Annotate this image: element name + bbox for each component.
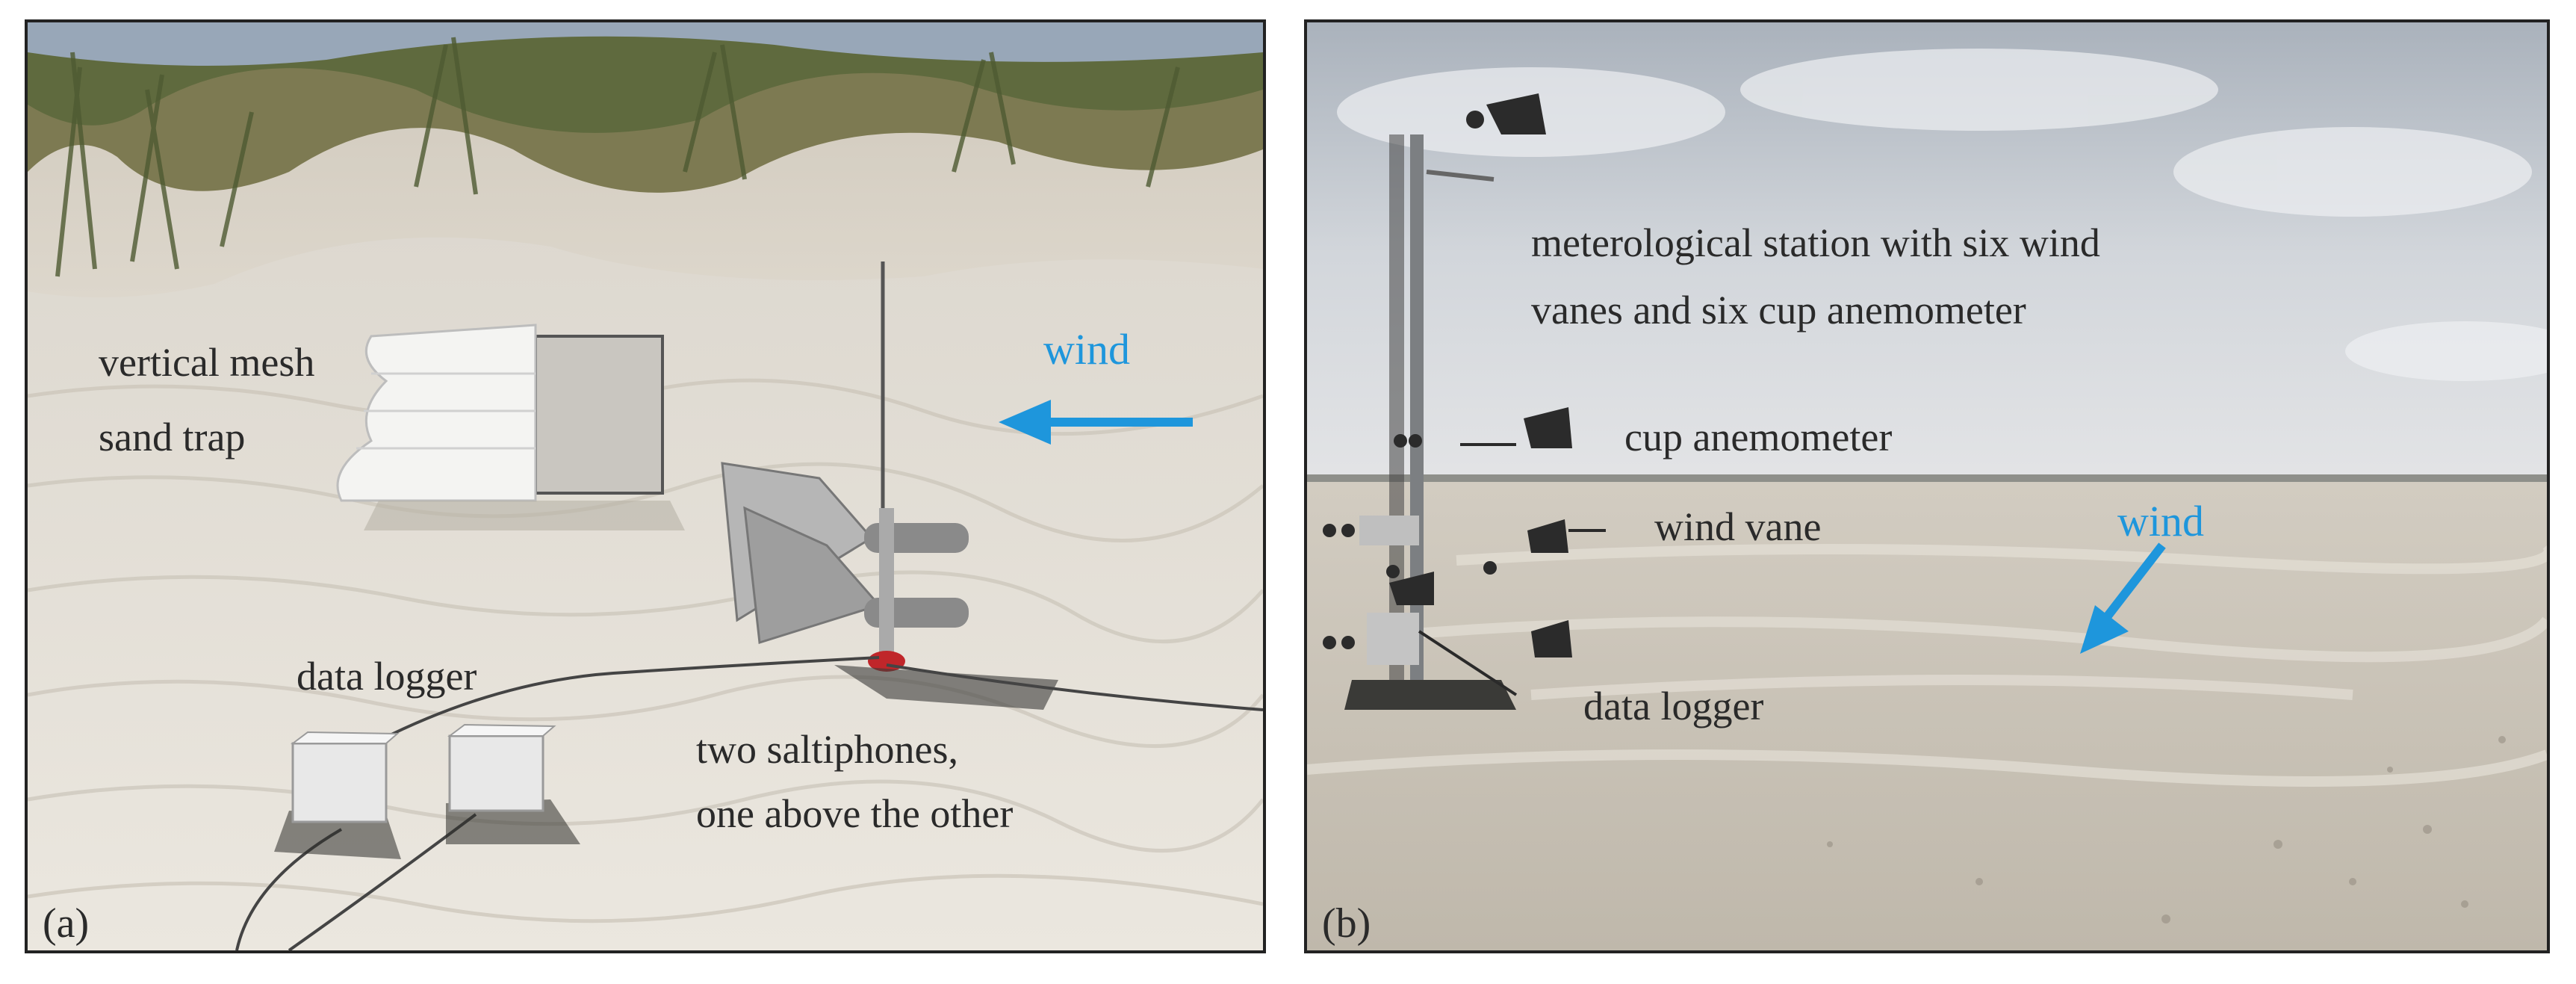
saltiphones: [721, 462, 1058, 710]
panel-letter-b: (b): [1322, 900, 1371, 947]
wind-label: wind: [1043, 325, 1130, 374]
panel-letter-a: (a): [43, 900, 90, 947]
beach-met-station-photo: [1307, 22, 2547, 950]
meteorological-mast: [1323, 93, 1572, 710]
marram-grass: [55, 37, 1180, 277]
saltiphones-label-line1: two saltiphones,: [696, 727, 958, 772]
station-label-line2: vanes and six cup anemometer: [1531, 288, 2026, 332]
wind-label: wind: [2117, 497, 2204, 545]
photo-panel-a: vertical mesh sand trap wind data logger…: [25, 19, 1266, 953]
station-label-line1: meterological station with six wind: [1531, 220, 2100, 265]
cup-anemometer-label: cup anemometer: [1624, 415, 1893, 459]
wind-arrow: [999, 400, 1193, 445]
mesh-trap-label-line2: sand trap: [99, 415, 246, 459]
beach-dune-photo: [28, 22, 1263, 950]
sand-texture: [1827, 736, 2506, 923]
data-logger-label: data logger: [1583, 684, 1764, 728]
data-loggers: [274, 723, 580, 859]
saltiphones-label-line2: one above the other: [696, 791, 1014, 836]
data-logger-label: data logger: [297, 654, 477, 699]
wind-arrow: [2080, 542, 2166, 654]
vertical-mesh-sand-trap: [336, 324, 685, 530]
photo-panel-b: meterological station with six wind vane…: [1304, 19, 2550, 953]
blowing-sand: [1307, 544, 2547, 787]
mesh-trap-label-line1: vertical mesh: [99, 340, 315, 385]
wind-vane-label: wind vane: [1654, 504, 1822, 549]
